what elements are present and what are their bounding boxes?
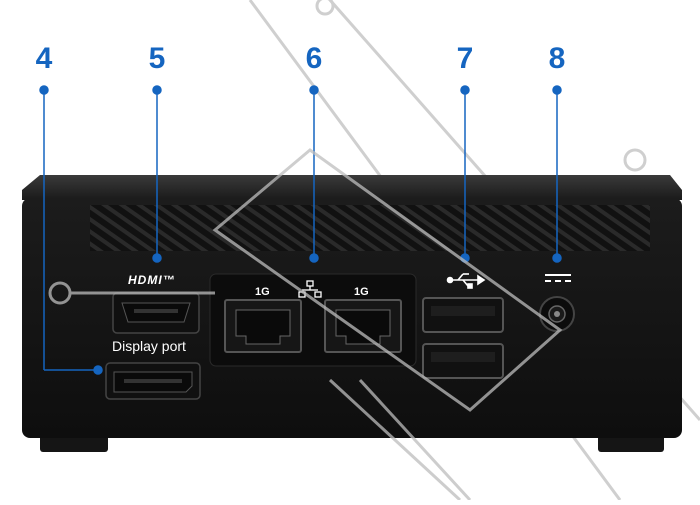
usb-ports (422, 297, 504, 379)
dc-jack (539, 296, 575, 332)
callout-lines (39, 85, 562, 375)
callout-5: 5 (148, 42, 166, 75)
callout-4: 4 (35, 42, 53, 75)
callout-7: 7 (456, 42, 474, 75)
top-lid (22, 175, 682, 200)
vent-grille (90, 205, 650, 251)
display-port-label: Display port (112, 338, 186, 354)
callout-6: 6 (305, 42, 323, 75)
hdmi-port (112, 292, 200, 334)
watermark-logo (48, 148, 563, 502)
dc-power-icon (545, 274, 571, 282)
usb-icon (446, 273, 486, 289)
lan-left-label: 1G (255, 286, 270, 298)
display-port (105, 362, 201, 400)
lan-right-label: 1G (354, 286, 369, 298)
callout-8: 8 (548, 42, 566, 75)
hdmi-label: HDMI™ (128, 273, 176, 287)
lan-block (209, 273, 417, 367)
